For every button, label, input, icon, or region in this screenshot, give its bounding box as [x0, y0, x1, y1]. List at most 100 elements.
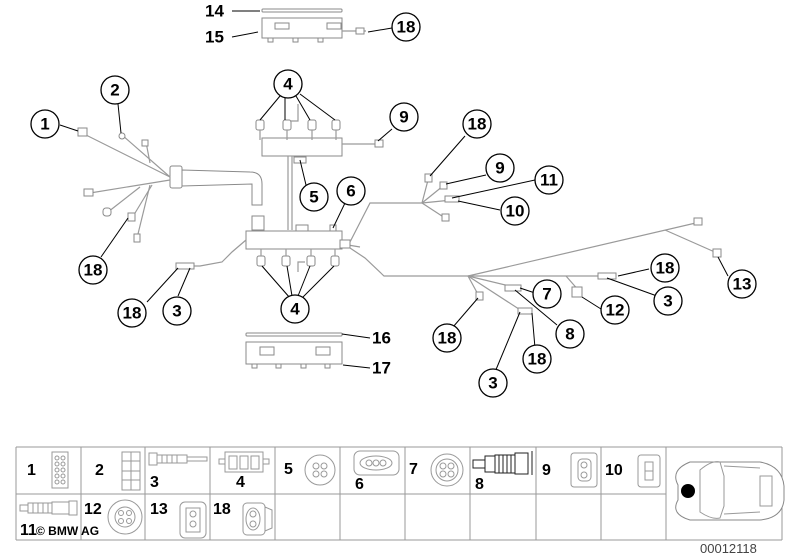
- callout-number: 13: [733, 275, 752, 294]
- rectangular-connector-icon: [121, 451, 141, 491]
- legend-label: 4: [236, 474, 245, 491]
- callout-number: 18: [84, 261, 103, 280]
- legend-label: 10: [605, 462, 623, 479]
- callout-3-left[interactable]: 3: [162, 296, 192, 326]
- callout-1[interactable]: 1: [30, 109, 60, 139]
- callout-9-right[interactable]: 9: [485, 153, 515, 183]
- upper-fuel-rail: [255, 104, 384, 230]
- callout-number: 6: [346, 182, 355, 201]
- legend-cell-6[interactable]: 6: [353, 450, 400, 493]
- callout-3-bottom[interactable]: 3: [478, 368, 508, 398]
- legend-cell-13[interactable]: 13: [150, 501, 207, 539]
- legend-cell-1[interactable]: 1: [27, 451, 69, 489]
- 2pin-oval-connector-icon: [242, 502, 273, 536]
- housing-part-15: [261, 17, 366, 43]
- legend-label: 3: [150, 474, 159, 491]
- callout-number: 8: [565, 325, 574, 344]
- housing-part-17: [245, 341, 343, 369]
- round-4pin-socket-icon: [430, 453, 464, 487]
- legend-cell-3[interactable]: 3: [148, 452, 208, 491]
- legend-cell-12[interactable]: 12: [84, 499, 143, 535]
- callout-number: 18: [528, 350, 547, 369]
- oval-3pin-connector-icon: [353, 450, 400, 476]
- callout-number: 18: [438, 329, 457, 348]
- callout-7[interactable]: 7: [532, 279, 562, 309]
- legend-label: 5: [284, 461, 293, 478]
- callout-6[interactable]: 6: [336, 176, 366, 206]
- car-location-icon: [675, 461, 785, 521]
- main-harness-left: [77, 127, 265, 243]
- callout-3-right[interactable]: 3: [653, 286, 683, 316]
- legend-cell-5[interactable]: 5: [284, 454, 336, 486]
- legend-cell-9[interactable]: 9: [542, 452, 598, 488]
- legend-cell-2[interactable]: 2: [95, 451, 141, 491]
- label-14: 14: [205, 2, 224, 21]
- copyright-text: © BMW AG: [36, 524, 99, 538]
- callout-number: 18: [468, 115, 487, 134]
- legend-label: 11: [20, 522, 37, 539]
- callout-number: 4: [290, 300, 300, 319]
- legend-cell-18[interactable]: 18: [213, 501, 273, 536]
- callout-8[interactable]: 8: [555, 319, 585, 349]
- callout-number: 11: [540, 171, 558, 190]
- cover-part-14: [261, 8, 343, 13]
- callout-2[interactable]: 2: [100, 75, 130, 105]
- diagram-id: 00012118: [700, 541, 757, 556]
- callout-number: 3: [172, 302, 181, 321]
- callout-number: 3: [663, 292, 672, 311]
- multi-pin-connector-icon: [51, 451, 69, 489]
- legend-cell-8[interactable]: 8: [472, 451, 533, 493]
- legend-label: 9: [542, 462, 551, 479]
- 2pin-flat-connector-icon: [637, 454, 661, 488]
- callout-4-bottom[interactable]: 4: [280, 294, 310, 324]
- label-15: 15: [205, 28, 224, 47]
- main-harness-right: [349, 173, 722, 315]
- legend-cell-10[interactable]: 10: [605, 454, 661, 488]
- callout-number: 7: [542, 285, 551, 304]
- callout-number: 5: [309, 188, 318, 207]
- 2pin-connector-icon: [570, 452, 598, 488]
- callout-18-left[interactable]: 18: [78, 255, 108, 285]
- legend-label: 18: [213, 501, 231, 518]
- callout-18-right-upper[interactable]: 18: [462, 109, 492, 139]
- callout-18-bottom-left[interactable]: 18: [432, 323, 462, 353]
- callout-number: 18: [656, 259, 675, 278]
- legend-label: 13: [150, 501, 168, 518]
- callout-number: 2: [110, 81, 119, 100]
- legend-label: 7: [409, 461, 418, 478]
- callout-9-upper[interactable]: 9: [389, 102, 419, 132]
- callout-5[interactable]: 5: [299, 182, 329, 212]
- legend-label: 8: [475, 476, 484, 493]
- callout-number: 12: [606, 301, 625, 320]
- cover-part-16: [245, 332, 343, 337]
- leader-lines: [59, 27, 729, 373]
- legend-grid: [15, 446, 783, 541]
- legend-label: 12: [84, 501, 102, 518]
- callout-number: 10: [506, 202, 525, 221]
- callout-10[interactable]: 10: [500, 196, 530, 226]
- callout-number: 18: [397, 18, 416, 37]
- bellows-plug-icon: [472, 451, 533, 475]
- callout-number: 3: [488, 374, 497, 393]
- callout-11[interactable]: 11: [534, 165, 564, 195]
- callout-12[interactable]: 12: [600, 295, 630, 325]
- sensor-plug-icon: [19, 500, 78, 516]
- callout-number: 9: [399, 108, 408, 127]
- lower-fuel-rail: [175, 224, 361, 272]
- label-16: 16: [372, 329, 391, 348]
- legend-cell-4[interactable]: 4: [218, 451, 270, 491]
- callout-4-top[interactable]: 4: [273, 69, 303, 99]
- callout-13[interactable]: 13: [727, 269, 757, 299]
- callout-18-bottom[interactable]: 18: [522, 344, 552, 374]
- legend-cell-11[interactable]: 11: [19, 500, 78, 539]
- callout-18-right[interactable]: 18: [650, 253, 680, 283]
- callout-18-lower-left[interactable]: 18: [117, 298, 147, 328]
- callout-number: 4: [283, 75, 293, 94]
- legend-cell-7[interactable]: 7: [409, 453, 464, 487]
- sensor-plug-icon: [148, 452, 208, 466]
- callout-18-top[interactable]: 18: [391, 12, 421, 42]
- label-17: 17: [372, 359, 391, 378]
- coil-connector-icon: [218, 451, 270, 473]
- callout-number: 9: [495, 159, 504, 178]
